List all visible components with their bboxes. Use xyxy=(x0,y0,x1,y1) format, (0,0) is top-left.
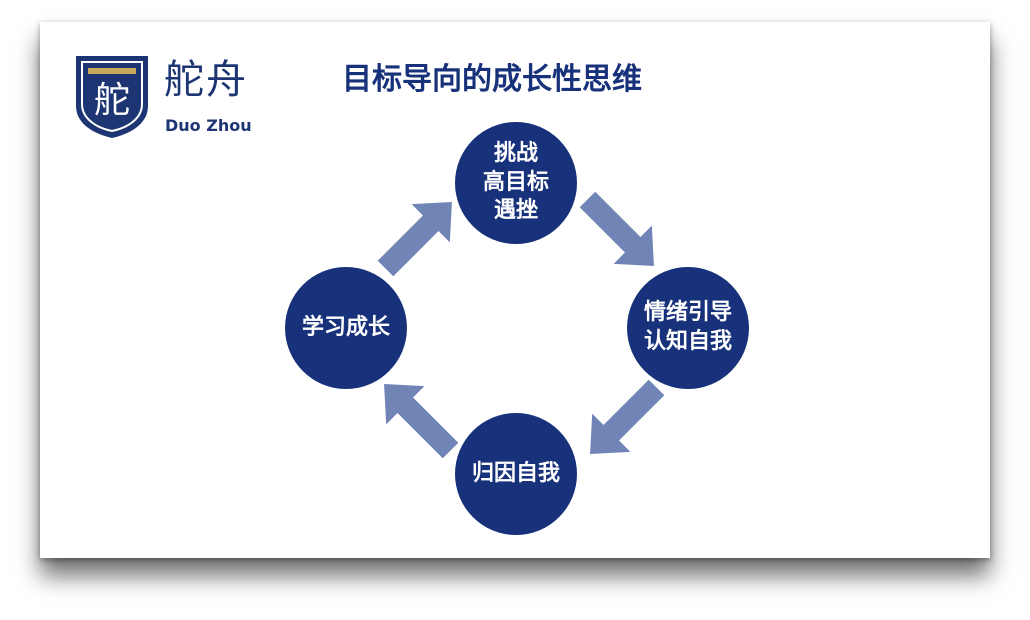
node-learning: 学习成长 xyxy=(285,267,407,389)
node-label-line: 认知自我 xyxy=(643,329,732,354)
logo-name-en: Duo Zhou xyxy=(165,116,252,135)
node-emotion: 情绪引导 认知自我 xyxy=(627,267,749,389)
node-label-line: 学习成长 xyxy=(301,314,390,340)
shield-logo-icon: 舵 xyxy=(76,56,148,138)
node-learning-label: 学习成长 xyxy=(302,314,390,343)
logo-name-cn: 舵舟 xyxy=(164,57,248,103)
node-label-line: 遇挫 xyxy=(493,198,538,224)
node-emotion-label: 情绪引导 认知自我 xyxy=(644,299,732,356)
node-challenge-label: 挑战 高目标 遇挫 xyxy=(483,140,549,226)
shield-mark: 舵 xyxy=(94,80,130,121)
node-label-line: 挑战 xyxy=(493,141,538,167)
page-title: 目标导向的成长性思维 xyxy=(342,62,642,97)
node-label-line: 高目标 xyxy=(482,169,549,195)
node-label-line: 归因自我 xyxy=(471,460,560,486)
node-challenge: 挑战 高目标 遇挫 xyxy=(455,122,577,244)
node-label-line: 情绪引导 xyxy=(643,300,732,326)
node-attribution: 归因自我 xyxy=(455,413,577,535)
logo: 舵 舵舟 Duo Zhou xyxy=(74,54,264,140)
node-attribution-label: 归因自我 xyxy=(472,460,560,489)
